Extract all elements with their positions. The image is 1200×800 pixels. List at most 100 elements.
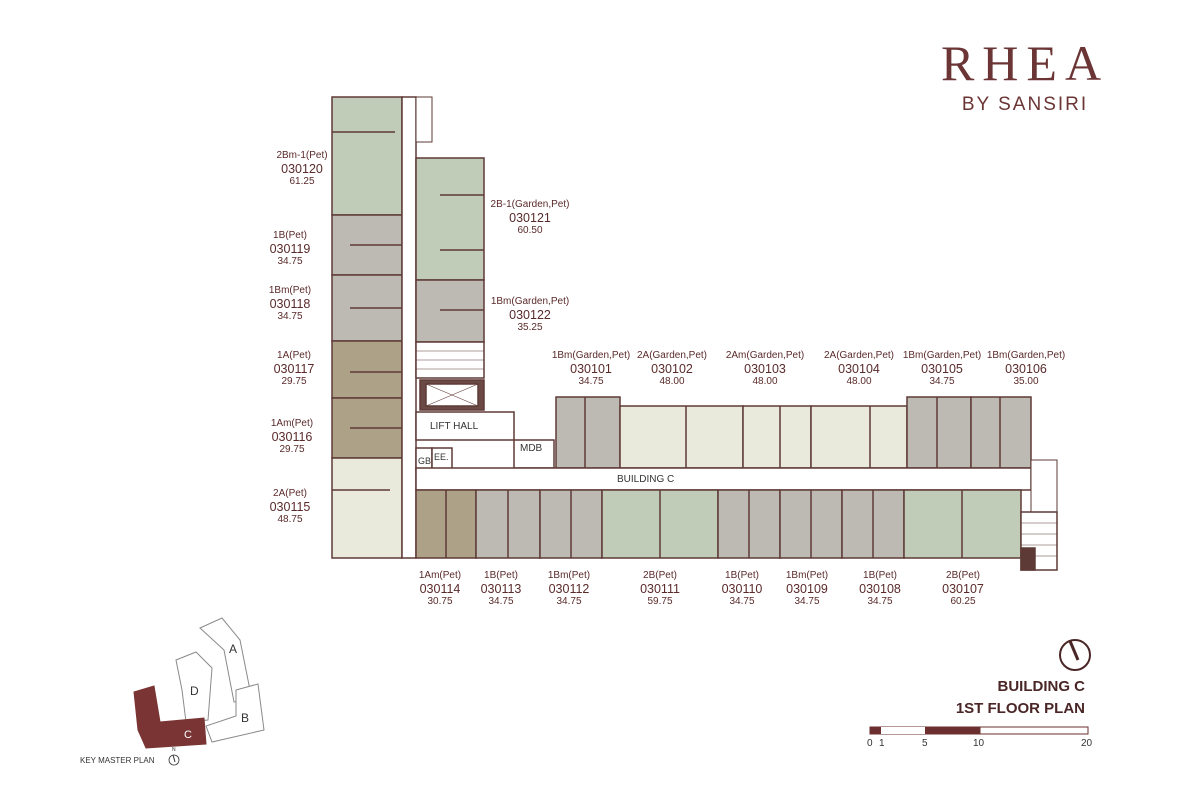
unit-type: 2B(Pet) — [946, 570, 980, 581]
unit-area: 35.25 — [517, 321, 543, 333]
unit-030102-shape[interactable] — [619, 405, 744, 469]
unit-type: 1Bm(Garden,Pet) — [551, 350, 631, 361]
unit-type: 2Bm-1(Pet) — [276, 150, 328, 161]
unit-030119-label[interactable]: 1B(Pet) 030119 34.75 — [230, 230, 350, 267]
unit-030117-label[interactable]: 1A(Pet) 030117 29.75 — [234, 350, 354, 387]
ee-label: EE. — [434, 452, 449, 462]
unit-type: 1B(Pet) — [863, 570, 897, 581]
unit-030105-label[interactable]: 1Bm(Garden,Pet) 030105 34.75 — [882, 350, 1002, 387]
unit-type: 1B(Pet) — [273, 230, 307, 241]
unit-030108-label[interactable]: 1B(Pet) 030108 34.75 — [820, 570, 940, 607]
unit-code: 030101 — [570, 361, 612, 376]
unit-code: 030115 — [269, 499, 311, 514]
unit-type: 2B(Pet) — [643, 570, 677, 581]
unit-area: 34.75 — [556, 595, 582, 607]
unit-030121-label[interactable]: 2B-1(Garden,Pet) 030121 60.50 — [470, 199, 590, 236]
unit-030106-label[interactable]: 1Bm(Garden,Pet) 030106 35.00 — [966, 350, 1086, 387]
key-label-c: C — [184, 729, 192, 741]
unit-area: 48.00 — [846, 375, 872, 387]
unit-type: 1Bm(Pet) — [268, 285, 312, 296]
unit-area: 35.00 — [1013, 375, 1039, 387]
mdb-label: MDB — [520, 443, 543, 454]
key-north-label: N — [172, 747, 176, 753]
unit-area: 29.75 — [281, 375, 307, 387]
unit-code: 030118 — [269, 296, 311, 311]
scale-bar — [869, 726, 1089, 735]
unit-030120-shape[interactable] — [331, 96, 403, 216]
unit-type: 2A(Pet) — [273, 488, 307, 499]
unit-area: 48.00 — [659, 375, 685, 387]
unit-030103-shape[interactable] — [742, 405, 812, 469]
unit-030103-label[interactable]: 2Am(Garden,Pet) 030103 48.00 — [705, 350, 825, 387]
unit-type: 1Bm(Garden,Pet) — [986, 350, 1066, 361]
key-label-b: B — [241, 711, 250, 725]
unit-area: 34.75 — [488, 595, 514, 607]
unit-type: 1A(Pet) — [277, 350, 311, 361]
unit-code: 030111 — [640, 581, 680, 596]
unit-030101-label[interactable]: 1Bm(Garden,Pet) 030101 34.75 — [531, 350, 651, 387]
floor-title: 1ST FLOOR PLAN — [955, 700, 1085, 717]
key-master-plan — [133, 617, 265, 766]
unit-030104-label[interactable]: 2A(Garden,Pet) 030104 48.00 — [799, 350, 919, 387]
unit-030112-label[interactable]: 1Bm(Pet) 030112 34.75 — [509, 570, 629, 607]
unit-type: 1Am(Pet) — [418, 570, 462, 581]
unit-area: 34.75 — [277, 310, 303, 322]
unit-code: 030119 — [269, 241, 311, 256]
brand-sub: BY SANSIRI — [961, 94, 1089, 115]
unit-030109-label[interactable]: 1Bm(Pet) 030109 34.75 — [747, 570, 867, 607]
unit-030110-label[interactable]: 1B(Pet) 030110 34.75 — [682, 570, 802, 607]
unit-code: 030122 — [509, 307, 551, 322]
key-label-a: A — [229, 642, 238, 656]
key-building-b — [205, 683, 265, 743]
unit-code: 030110 — [721, 581, 763, 596]
unit-code: 030108 — [859, 581, 901, 596]
unit-030122-shape[interactable] — [415, 279, 485, 343]
unit-030111-label[interactable]: 2B(Pet) 030111 59.75 — [600, 570, 720, 607]
unit-area: 48.75 — [277, 513, 303, 525]
unit-code: 030105 — [921, 361, 963, 376]
scale-tick-0: 0 — [867, 738, 873, 749]
key-master-plan-label: KEY MASTER PLAN — [80, 756, 155, 765]
unit-030122-label[interactable]: 1Bm(Garden,Pet) 030122 35.25 — [470, 296, 590, 333]
unit-type: 1Bm(Pet) — [785, 570, 829, 581]
unit-030120-label[interactable]: 2Bm-1(Pet) 030120 61.25 — [242, 150, 362, 187]
unit-030104-shape[interactable] — [810, 405, 908, 469]
unit-code: 030121 — [509, 210, 551, 225]
key-label-d: D — [190, 684, 199, 698]
plan-title: BUILDING C 1ST FLOOR PLAN — [956, 676, 1085, 720]
unit-area: 48.00 — [752, 375, 778, 387]
unit-area: 61.25 — [289, 175, 315, 187]
unit-area: 34.75 — [867, 595, 893, 607]
unit-area: 34.75 — [578, 375, 604, 387]
unit-code: 030106 — [1005, 361, 1047, 376]
scale-tick-1: 1 — [879, 738, 885, 749]
unit-030102-label[interactable]: 2A(Garden,Pet) 030102 48.00 — [612, 350, 732, 387]
unit-type: 1Bm(Pet) — [547, 570, 591, 581]
unit-030107-label[interactable]: 2B(Pet) 030107 60.25 — [903, 570, 1023, 607]
unit-030101-shape[interactable] — [555, 396, 621, 469]
unit-030114-label[interactable]: 1Am(Pet) 030114 30.75 — [380, 570, 500, 607]
unit-area: 30.75 — [427, 595, 453, 607]
unit-030115-label[interactable]: 2A(Pet) 030115 48.75 — [230, 488, 350, 525]
unit-area: 60.50 — [517, 224, 543, 236]
unit-type: 1Bm(Garden,Pet) — [902, 350, 982, 361]
unit-code: 030104 — [838, 361, 880, 376]
brand-logo: RHEA BY SANSIRI — [930, 38, 1120, 116]
unit-area: 59.75 — [647, 595, 673, 607]
unit-area: 34.75 — [277, 255, 303, 267]
unit-030115-shape[interactable] — [331, 457, 403, 559]
gb-label: GB — [418, 456, 432, 466]
unit-type: 1Am(Pet) — [270, 418, 314, 429]
unit-030113-label[interactable]: 1B(Pet) 030113 34.75 — [441, 570, 561, 607]
unit-030116-label[interactable]: 1Am(Pet) 030116 29.75 — [232, 418, 352, 455]
unit-030105-shape[interactable] — [906, 396, 972, 469]
scale-tick-10: 10 — [973, 738, 985, 749]
building-title: BUILDING C — [997, 678, 1086, 695]
unit-030118-label[interactable]: 1Bm(Pet) 030118 34.75 — [230, 285, 350, 322]
key-building-c — [133, 685, 207, 749]
unit-030106-shape[interactable] — [970, 396, 1032, 469]
unit-code: 030120 — [281, 161, 323, 176]
unit-code: 030107 — [942, 581, 984, 596]
unit-code: 030103 — [744, 361, 786, 376]
scale-tick-5: 5 — [922, 738, 928, 749]
